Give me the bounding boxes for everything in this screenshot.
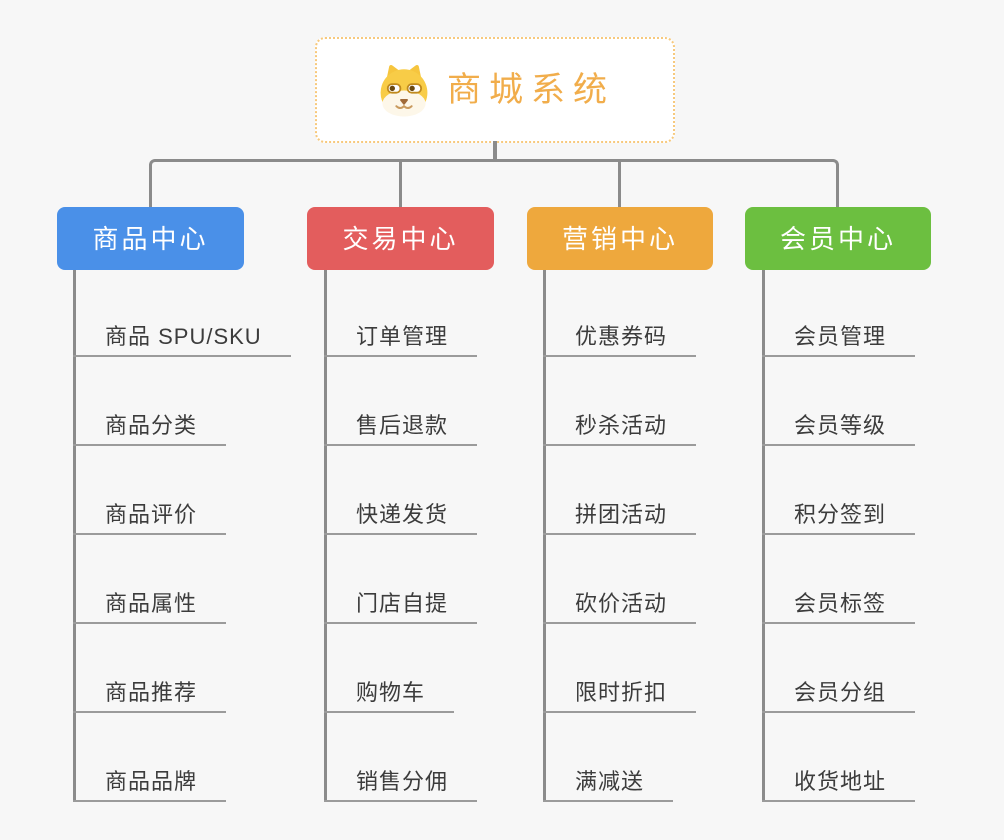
leaf-item[interactable]: 门店自提 [324,580,478,624]
leaf-item[interactable]: 秒杀活动 [543,402,697,446]
leaf-item[interactable]: 会员分组 [762,669,916,713]
branch-node-member-center[interactable]: 会员中心 [745,207,931,270]
leaf-item[interactable]: 积分签到 [762,491,916,535]
leaf-item[interactable]: 销售分佣 [324,758,478,802]
root-title: 商城系统 [447,71,615,109]
leaf-item[interactable]: 满减送 [543,758,674,802]
leaf-item[interactable]: 优惠券码 [543,313,697,357]
leaf-item[interactable]: 商品推荐 [73,669,227,713]
leaf-item[interactable]: 限时折扣 [543,669,697,713]
leaf-item[interactable]: 商品分类 [73,402,227,446]
leaf-item[interactable]: 商品品牌 [73,758,227,802]
leaf-item[interactable]: 收货地址 [762,758,916,802]
leaf-item[interactable]: 砍价活动 [543,580,697,624]
leaf-item[interactable]: 商品 SPU/SKU [73,313,291,357]
root-connector-stub [493,141,497,161]
leaf-item[interactable]: 商品属性 [73,580,227,624]
branch-child-line [73,270,76,800]
leaf-item[interactable]: 商品评价 [73,491,227,535]
branch-child-line [324,270,327,800]
leaf-item[interactable]: 拼团活动 [543,491,697,535]
branch-connector-drop [618,159,621,207]
doge-icon [375,63,433,117]
branch-node-product-center[interactable]: 商品中心 [57,207,244,270]
leaf-item[interactable]: 售后退款 [324,402,478,446]
branch-connector-bus [149,159,839,207]
leaf-item[interactable]: 购物车 [324,669,455,713]
branch-child-line [762,270,765,800]
leaf-item[interactable]: 会员等级 [762,402,916,446]
leaf-item[interactable]: 订单管理 [324,313,478,357]
branch-node-marketing-center[interactable]: 营销中心 [527,207,713,270]
branch-child-line [543,270,546,800]
root-node[interactable]: 商城系统 [315,37,675,143]
leaf-item[interactable]: 快递发货 [324,491,478,535]
branch-connector-drop [399,159,402,207]
leaf-item[interactable]: 会员管理 [762,313,916,357]
leaf-item[interactable]: 会员标签 [762,580,916,624]
branch-node-trade-center[interactable]: 交易中心 [307,207,494,270]
